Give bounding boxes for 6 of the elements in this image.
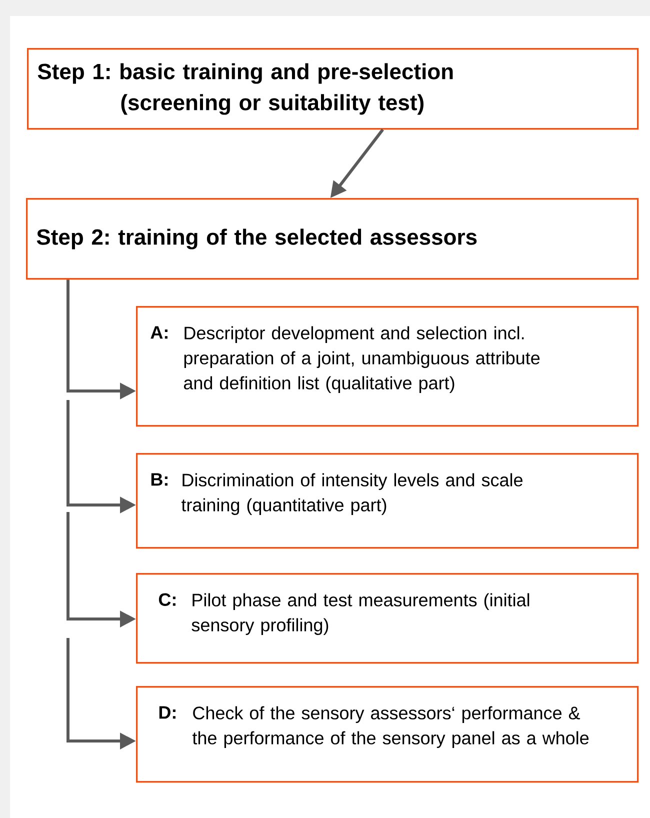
process-box: Step 2: training of the selected assessors [26, 198, 639, 280]
process-box: A: Descriptor development and selection incl. preparation of a joint, unambiguous attribute and definition list (qualitative part) [136, 306, 639, 427]
process-box: B: Discrimination of intensity levels and scale training (quantitative part) [136, 453, 639, 549]
process-box: Step 1: basic training and pre-selection (screening or suitability test) [27, 48, 639, 130]
process-box: D: Check of the sensory assessors‘ performance & the performance of the sensory panel as a whole [136, 686, 639, 783]
process-box: C: Pilot phase and test measurements (initial sensory profiling) [136, 573, 639, 664]
